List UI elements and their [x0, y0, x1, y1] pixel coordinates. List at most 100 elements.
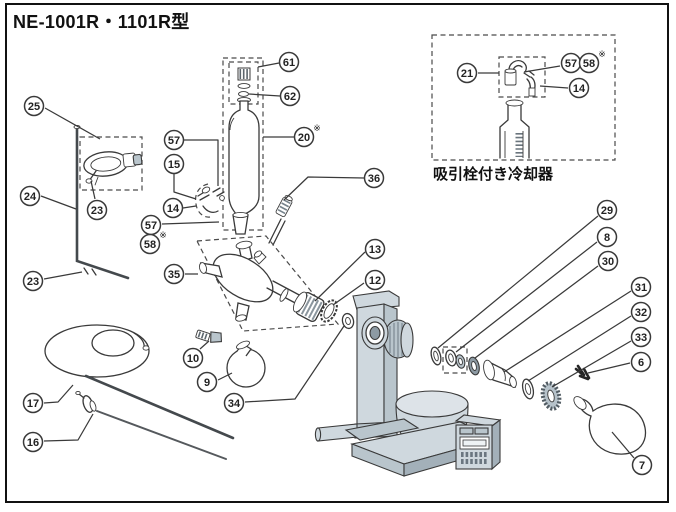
condenser-body: [228, 97, 260, 235]
callout-circle: [578, 52, 600, 74]
callout-circle: [456, 62, 478, 84]
suction-stopper-part: [504, 59, 536, 97]
callout-circle: [631, 454, 653, 476]
callout-circle: [22, 431, 44, 453]
callout-circle: [163, 129, 185, 151]
callout-leader-line: [455, 241, 598, 353]
callout-circle: [630, 326, 652, 348]
callout-circle: [223, 392, 245, 414]
inset-caption: 吸引栓付き冷却器: [433, 165, 554, 183]
callout-13: 13: [314, 238, 386, 302]
callout-number: 62: [284, 91, 296, 103]
callout-20: 20※: [263, 123, 321, 148]
callout-circle: [597, 250, 619, 272]
callout-number: 20: [298, 132, 310, 144]
callout-leader-line: [611, 431, 635, 459]
callout-circle: [630, 351, 652, 373]
callout-circle: [23, 95, 45, 117]
callout-number: 14: [167, 203, 180, 215]
callout-circle: [182, 347, 204, 369]
callout-circle: [364, 238, 386, 260]
callout-circle: [293, 126, 315, 148]
callout-leader-line: [173, 174, 197, 200]
callout-number: 8: [604, 232, 610, 244]
callout-leader-line: [314, 251, 366, 302]
callout-number: 24: [24, 191, 37, 203]
callout-number: 13: [369, 244, 381, 256]
callout-leader-line: [257, 62, 280, 68]
callout-30: 30: [474, 250, 619, 359]
callout-number: 33: [635, 332, 647, 344]
callout-15: 15: [163, 153, 197, 200]
callout-number: 15: [168, 159, 180, 171]
callout-14: 14: [162, 197, 197, 219]
callout-leader-line: [161, 221, 220, 225]
callout-8: 8: [455, 226, 618, 353]
callout-leader-line: [283, 176, 365, 201]
callout-number: 58: [583, 58, 595, 70]
callout-circle: [279, 85, 301, 107]
panel-label-strip: [459, 427, 474, 435]
callout-leader-line: [551, 340, 632, 388]
seal-ring-62: [238, 91, 249, 97]
feed-tube-and-flask: [44, 324, 266, 460]
callout-leader-line: [217, 372, 233, 381]
small-seal-ring: [341, 312, 355, 330]
callout-note-asterisk: ※: [159, 230, 167, 240]
callout-24: 24: [19, 185, 77, 210]
callout-9: 9: [196, 371, 233, 393]
callout-31: 31: [503, 276, 652, 373]
callout-leader-line: [199, 340, 210, 350]
callout-leader-line: [527, 315, 632, 382]
evaporating-flask-7: [573, 396, 647, 455]
callout-number: 57: [168, 135, 180, 147]
callout-leader-line: [43, 271, 83, 280]
rotary-evaporator-base-unit: [314, 290, 502, 477]
cone-adapter-31: [483, 359, 517, 388]
seal-ring-chain: [430, 346, 647, 455]
threaded-ring: [320, 299, 338, 323]
callout-36: 36: [283, 167, 385, 201]
callout-23: 23: [86, 180, 108, 221]
coupling-nut: [292, 291, 325, 322]
inset-dashed-box: [431, 34, 616, 161]
callout-number: 7: [639, 460, 645, 472]
callout-leader-line: [539, 85, 569, 89]
callout-number: 35: [168, 269, 180, 281]
callout-25: 25: [23, 95, 101, 140]
shaded-ring-30: [468, 356, 480, 376]
callout-leader-line: [503, 290, 632, 373]
callout-leader-line: [184, 139, 219, 186]
callout-leader-line: [40, 195, 77, 210]
callout-number: 36: [368, 173, 380, 185]
callout-note-asterisk: ※: [598, 49, 606, 59]
feed-tube-coil: [44, 324, 150, 378]
sensor-rod-16: [75, 390, 227, 460]
callout-6: 6: [587, 351, 652, 374]
callout-number: 6: [638, 357, 644, 369]
callout-circle: [22, 392, 44, 414]
callout-leader-line: [523, 65, 561, 73]
callout-number: 23: [91, 205, 103, 217]
callout-number: 12: [369, 275, 381, 287]
callout-leader-line: [43, 384, 74, 404]
callout-number: 16: [27, 437, 39, 449]
callout-57: 57: [163, 129, 219, 186]
callout-leader-line: [244, 325, 345, 403]
callout-number: 34: [228, 398, 241, 410]
callout-note-asterisk: ※: [313, 123, 321, 133]
callout-32: 32: [527, 301, 652, 382]
callout-number: 23: [27, 276, 39, 288]
callout-61: 61: [257, 51, 300, 73]
callout-number: 61: [283, 57, 295, 69]
callout-circle: [278, 51, 300, 73]
seal-set-dashed-box: [442, 346, 468, 374]
clamp-screw: [85, 170, 97, 184]
inset-condenser-bottle: [499, 99, 530, 159]
callout-leader-line: [587, 362, 631, 374]
condenser-assembly: [194, 57, 264, 235]
callout-circle: [568, 77, 590, 99]
callout-circle: [364, 269, 386, 291]
